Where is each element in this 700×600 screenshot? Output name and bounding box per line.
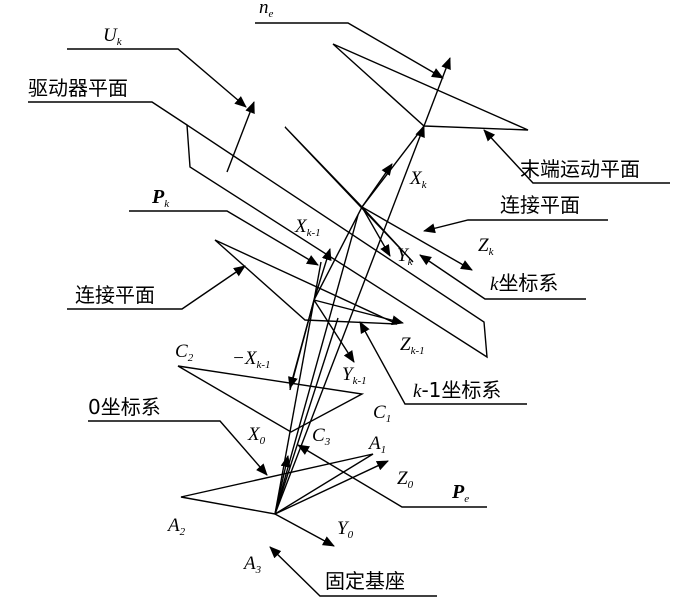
- x0-axis: [274, 455, 291, 515]
- z0-axis: [274, 460, 389, 515]
- label-zk: Zk: [478, 235, 495, 258]
- xk-axis: [361, 163, 393, 208]
- label-conn-plane-left: 连接平面: [75, 283, 155, 307]
- label-zk1: Zk-1: [400, 334, 425, 357]
- label-a2: A2: [166, 515, 186, 538]
- label-conn-plane-upper: 连接平面: [500, 193, 580, 217]
- label-c2: C2: [175, 341, 194, 364]
- label-frame0: 0坐标系: [88, 395, 161, 419]
- ne-axis: [423, 57, 451, 127]
- link-ck-end: [361, 125, 425, 208]
- label-z0: Z0: [397, 468, 414, 491]
- label-yk: Yk: [397, 245, 414, 268]
- y0-axis: [274, 513, 335, 547]
- label-a1: A1: [367, 433, 386, 456]
- base-plane: [180, 453, 374, 515]
- leader-base: [269, 546, 437, 597]
- uk-axis: [226, 101, 255, 173]
- zk1-axis: [313, 299, 404, 326]
- leader-pk: [129, 210, 319, 266]
- label-y0: Y0: [337, 518, 354, 541]
- label-c3: C3: [312, 425, 331, 448]
- label-c1: C1: [373, 402, 391, 425]
- leader-conn-plane-upper: [423, 219, 608, 234]
- end-effector-plane: [332, 43, 529, 131]
- label-xk1: Xk-1: [294, 216, 321, 239]
- leader-pe: [297, 444, 487, 508]
- leader-k1-frame: [359, 321, 527, 405]
- label-neg-xk1: −Xk-1: [232, 348, 270, 371]
- link-a1-c1: [274, 317, 339, 515]
- leader-k-frame: [419, 254, 586, 300]
- yk-axis: [361, 206, 391, 257]
- leader-frame0: [88, 420, 268, 476]
- label-x0: X0: [247, 424, 266, 447]
- leader-end-plane: [483, 129, 670, 184]
- label-ne: ne: [259, 0, 274, 20]
- label-xk: Xk: [409, 168, 428, 191]
- leader-uk: [67, 48, 247, 108]
- label-k1-frame: k-1坐标系: [413, 378, 501, 402]
- label-yk1: Yk-1: [342, 364, 367, 387]
- xk1-axis: [313, 248, 332, 301]
- label-end-plane: 末端运动平面: [520, 157, 640, 181]
- label-base: 固定基座: [325, 569, 405, 593]
- label-drive-plane: 驱动器平面: [28, 76, 128, 100]
- yk1-axis: [313, 299, 355, 363]
- leader-ne: [255, 22, 444, 79]
- pe-vector: [274, 125, 425, 515]
- label-pe: Pe: [451, 481, 469, 505]
- k1-connection-plane: [214, 239, 398, 325]
- label-k-frame: k坐标系: [490, 271, 558, 295]
- leader-conn-plane-left: [67, 265, 246, 310]
- leader-drive-plane: [28, 101, 188, 126]
- label-a3: A3: [242, 553, 262, 576]
- link-ck1-ck: [313, 206, 363, 301]
- k-connection-plane: [284, 126, 414, 263]
- neg-xk1-axis: [288, 299, 315, 389]
- label-pk: Pk: [151, 186, 170, 210]
- zk-axis: [361, 206, 473, 271]
- label-uk: Uk: [103, 25, 123, 48]
- c-plane: [177, 365, 365, 433]
